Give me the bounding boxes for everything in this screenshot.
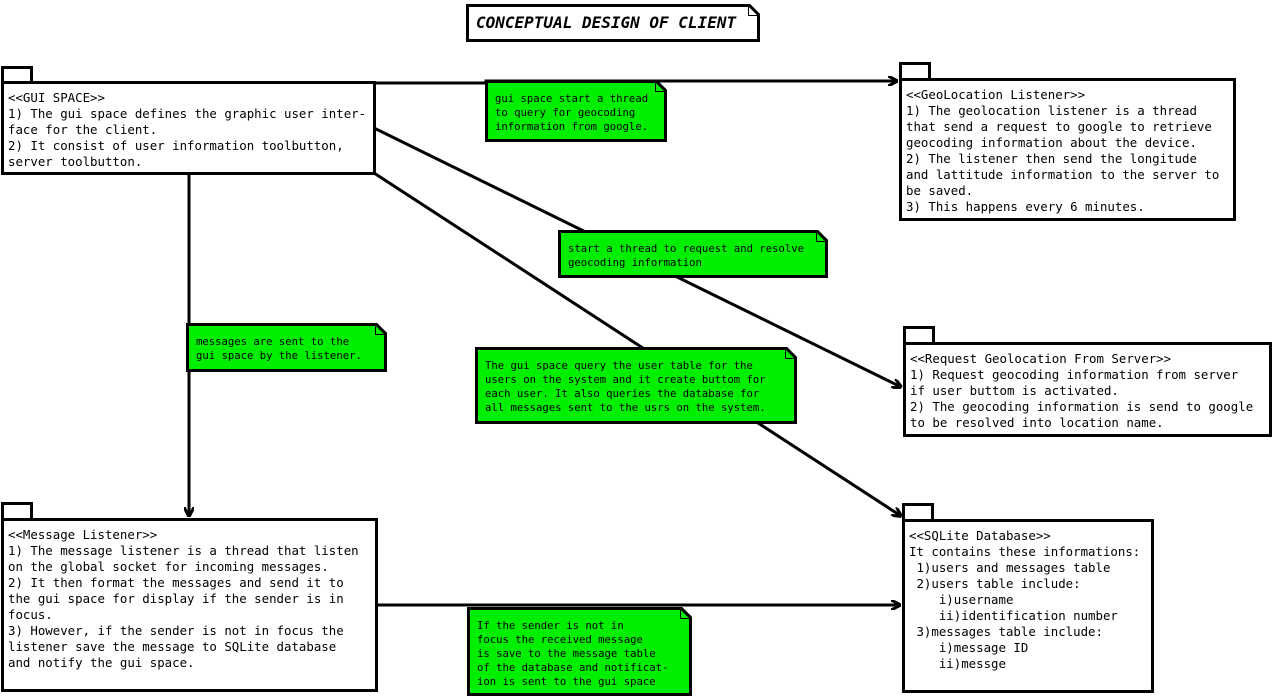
sqlite-database-line: 1)users and messages table	[909, 560, 1111, 575]
gui-space-package: <<GUI SPACE>> 1) The gui space defines t…	[1, 81, 376, 175]
note-sender-not-focus-line: is save to the message table	[477, 648, 656, 660]
note-sender-not-focus-line: If the sender is not in	[477, 620, 624, 632]
diagram-title: CONCEPTUAL DESIGN OF CLIENT	[466, 4, 760, 42]
message-listener-line: 2) It then format the messages and send …	[8, 575, 344, 590]
note-messages-sent-line: messages are sent to the	[196, 336, 350, 348]
request-geolocation-line: 1) Request geocoding information from se…	[910, 367, 1239, 382]
message-listener-line: and notify the gui space.	[8, 655, 195, 670]
message-listener-line: the gui space for display if the sender …	[8, 591, 344, 606]
sqlite-database-line: i)message ID	[909, 640, 1029, 655]
geolocation-listener-line: geocoding information about the device.	[906, 135, 1197, 150]
note-messages-sent: messages are sent to the gui space by th…	[186, 323, 387, 372]
sqlite-database-line: It contains these informations:	[909, 544, 1141, 559]
sqlite-database-package: <<SQLite Database>> It contains these in…	[902, 519, 1154, 693]
gui-space-tab	[1, 66, 33, 82]
note-sender-not-focus-line: ion is sent to the gui space	[477, 676, 656, 688]
note-fold-corner	[785, 347, 797, 359]
request-geolocation-line: if user buttom is activated.	[910, 383, 1119, 398]
note-fold-corner	[680, 607, 692, 619]
note-user-table-query-line: all messages sent to the usrs on the sys…	[485, 402, 766, 414]
note-user-table-query-line: The gui space query the user table for t…	[485, 360, 753, 372]
geolocation-listener-line: and lattitude information to the server …	[906, 167, 1220, 182]
geolocation-listener-line: 2) The listener then send the longitude	[906, 151, 1197, 166]
note-gui-thread: gui space start a thread to query for ge…	[485, 80, 667, 142]
geolocation-listener-stereotype: <<GeoLocation Listener>>	[906, 87, 1086, 102]
message-listener-line: on the global socket for incoming messag…	[8, 559, 329, 574]
message-listener-package: <<Message Listener>> 1) The message list…	[1, 518, 378, 692]
request-geolocation-package: <<Request Geolocation From Server>> 1) R…	[903, 342, 1272, 437]
geolocation-listener-line: 3) This happens every 6 minutes.	[906, 199, 1145, 214]
note-gui-thread-line: to query for geocoding	[495, 107, 636, 119]
note-gui-thread-line: information from google.	[495, 121, 649, 133]
note-gui-thread-line: gui space start a thread	[495, 93, 649, 105]
gui-space-line: 1) The gui space defines the graphic use…	[8, 106, 367, 121]
note-request-thread-line: start a thread to request and resolve	[568, 243, 804, 255]
gui-space-line: face for the client.	[8, 122, 158, 137]
gui-space-line: server toolbutton.	[8, 154, 143, 169]
gui-space-line: 2) It consist of user information toolbu…	[8, 138, 344, 153]
request-geolocation-line: 2) The geocoding information is send to …	[910, 399, 1254, 414]
note-request-thread: start a thread to request and resolve ge…	[558, 230, 828, 278]
message-listener-line: listener save the message to SQLite data…	[8, 639, 337, 654]
sqlite-database-tab	[902, 503, 934, 519]
geolocation-listener-line: that send a request to google to retriev…	[906, 119, 1212, 134]
sqlite-database-line: i)username	[909, 592, 1014, 607]
geolocation-listener-line: be saved.	[906, 183, 974, 198]
gui-space-stereotype: <<GUI SPACE>>	[8, 90, 105, 105]
request-geolocation-stereotype: <<Request Geolocation From Server>>	[910, 351, 1172, 366]
sqlite-database-stereotype: <<SQLite Database>>	[909, 528, 1051, 543]
note-sender-not-focus-line: of the database and notificat-	[477, 662, 669, 674]
message-listener-tab	[1, 502, 33, 518]
arrow-gui-to-sqlite	[373, 171, 901, 516]
geolocation-listener-line: 1) The geolocation listener is a thread	[906, 103, 1197, 118]
request-geolocation-line: to be resolved into location name.	[910, 415, 1164, 430]
geolocation-listener-tab	[899, 62, 931, 78]
note-fold-corner	[375, 323, 387, 335]
note-user-table-query-line: each user. It also queries the database …	[485, 388, 760, 400]
note-fold-corner	[655, 80, 667, 92]
note-user-table-query: The gui space query the user table for t…	[475, 347, 797, 424]
message-listener-line: 3) However, if the sender is not in focu…	[8, 623, 344, 638]
sqlite-database-line: 3)messages table include:	[909, 624, 1103, 639]
sqlite-database-line: ii)messge	[909, 656, 1006, 671]
sqlite-database-line: ii)identification number	[909, 608, 1118, 623]
sqlite-database-line: 2)users table include:	[909, 576, 1081, 591]
geolocation-listener-package: <<GeoLocation Listener>> 1) The geolocat…	[899, 78, 1236, 221]
note-sender-not-focus-line: focus the received message	[477, 634, 643, 646]
title-fold-corner	[748, 4, 760, 16]
note-sender-not-focus: If the sender is not in focus the receiv…	[467, 607, 692, 696]
request-geolocation-tab	[903, 326, 935, 342]
note-user-table-query-line: users on the system and it create buttom…	[485, 374, 766, 386]
message-listener-stereotype: <<Message Listener>>	[8, 527, 158, 542]
message-listener-line: 1) The message listener is a thread that…	[8, 543, 359, 558]
note-messages-sent-line: gui space by the listener.	[196, 350, 362, 362]
note-request-thread-line: geocoding information	[568, 257, 702, 269]
message-listener-line: focus.	[8, 607, 53, 622]
note-fold-corner	[816, 230, 828, 242]
